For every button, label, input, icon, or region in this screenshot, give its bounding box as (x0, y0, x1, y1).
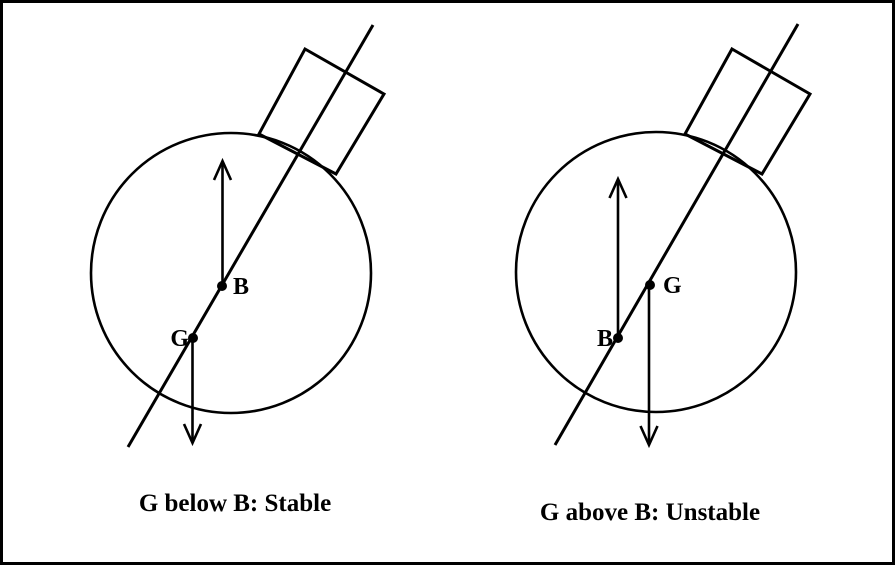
right-diagram: B G G above B: Unstable (514, 23, 813, 526)
caption: G above B: Unstable (540, 499, 760, 526)
axis-line (553, 23, 800, 446)
caption: G below B: Stable (139, 490, 331, 517)
point-g-dot (645, 280, 655, 290)
arrowhead-down-icon (182, 423, 203, 447)
buoyancy-arrow (212, 157, 233, 286)
attachment-box (682, 46, 813, 176)
gravity-arrow (639, 285, 659, 449)
point-b-dot (613, 333, 623, 343)
arrowhead-down-icon (639, 425, 659, 449)
arrowhead-up-icon (608, 175, 628, 199)
point-g-label: G (663, 273, 682, 299)
body-circle (89, 131, 373, 415)
attachment-box (256, 46, 387, 176)
point-g-label: G (170, 326, 189, 352)
axis-line (126, 24, 375, 448)
point-b-label: B (233, 274, 249, 300)
body-circle (514, 130, 798, 414)
left-diagram: B G G below B: Stable (89, 24, 387, 517)
point-g-dot (188, 333, 198, 343)
arrowhead-up-icon (212, 157, 233, 181)
point-b-label: B (597, 326, 613, 352)
buoyancy-arrow (608, 175, 628, 338)
gravity-arrow (182, 338, 203, 447)
point-b-dot (217, 281, 227, 291)
